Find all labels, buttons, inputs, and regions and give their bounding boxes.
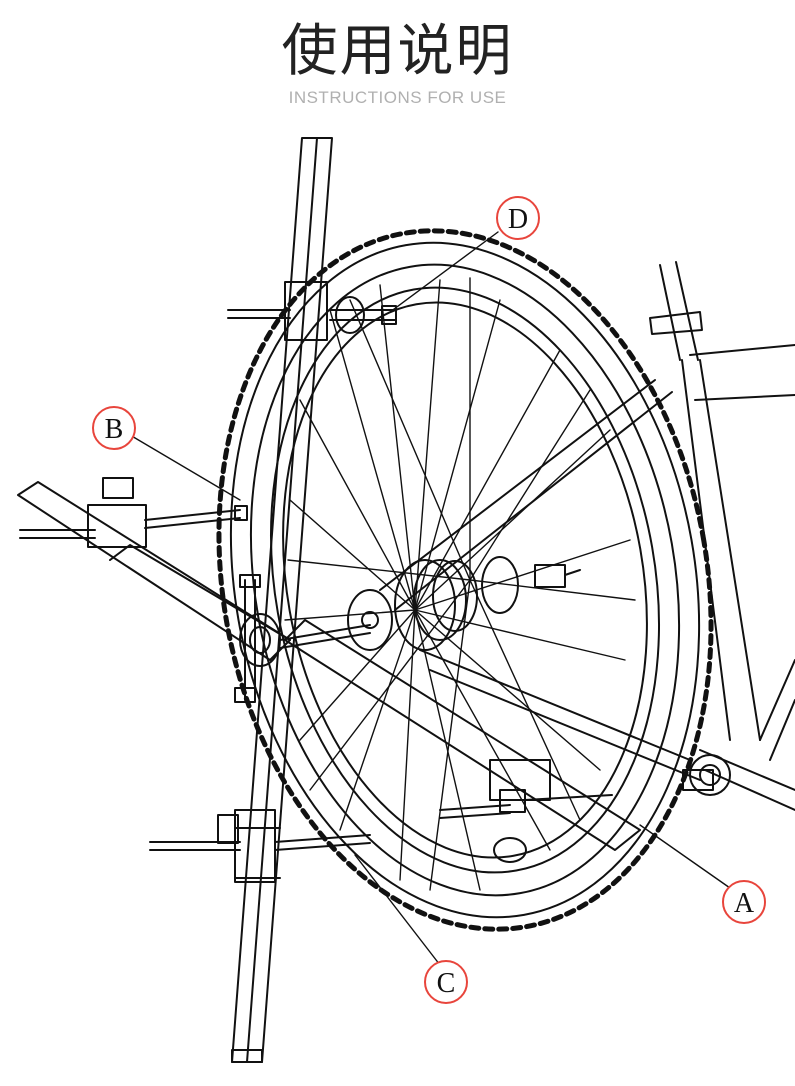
- callout-c-label: C: [437, 968, 456, 999]
- hub-cassette: [347, 556, 581, 651]
- leader-lines: [129, 231, 731, 966]
- callout-a: A: [722, 880, 766, 924]
- callout-a-label: A: [734, 888, 755, 919]
- callout-d-label: D: [508, 204, 528, 235]
- callout-b: B: [92, 406, 136, 450]
- callout-c: C: [424, 960, 468, 1004]
- page-subtitle: INSTRUCTIONS FOR USE: [288, 88, 507, 107]
- bottom-clamp: [149, 809, 371, 883]
- spokes: [284, 277, 636, 891]
- callout-b-label: B: [105, 414, 124, 445]
- lower-bar: [284, 619, 641, 863]
- tire: [216, 228, 714, 932]
- side-arm: [17, 477, 291, 661]
- top-clamp: [227, 281, 397, 341]
- page-title: 使用说明: [281, 19, 514, 84]
- stand-post: [231, 137, 333, 1063]
- callout-d: D: [496, 196, 540, 240]
